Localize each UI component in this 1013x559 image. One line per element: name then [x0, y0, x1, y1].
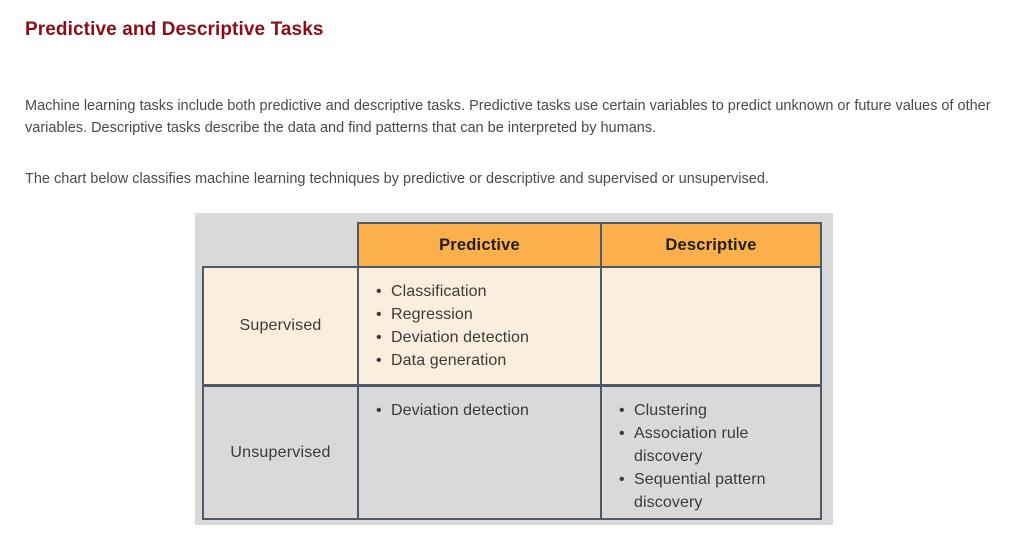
list-item: Classification: [375, 280, 590, 303]
column-header-predictive: Predictive: [357, 222, 602, 268]
intro-paragraph-2: The chart below classifies machine learn…: [25, 170, 769, 187]
cell-supervised-predictive: Classification Regression Deviation dete…: [357, 266, 602, 386]
list-item: Deviation detection: [375, 399, 590, 422]
list-item: Clustering: [618, 399, 810, 422]
intro-paragraph-1: Machine learning tasks include both pred…: [25, 97, 991, 136]
cell-unsupervised-descriptive: Clustering Association rule discovery Se…: [600, 385, 822, 520]
row-header-supervised: Supervised: [202, 266, 359, 386]
task-matrix-figure: Predictive Descriptive Supervised Classi…: [195, 213, 833, 525]
list-item: Data generation: [375, 349, 590, 372]
task-matrix: Predictive Descriptive Supervised Classi…: [195, 213, 833, 525]
list-item: Deviation detection: [375, 326, 590, 349]
page-title: Predictive and Descriptive Tasks: [25, 18, 324, 40]
list-unsupervised-predictive: Deviation detection: [375, 399, 590, 422]
list-item: Regression: [375, 303, 590, 326]
list-item: Association rule discovery: [618, 422, 810, 468]
matrix-corner-cell: [195, 213, 357, 268]
row-header-unsupervised: Unsupervised: [202, 385, 359, 520]
cell-unsupervised-predictive: Deviation detection: [357, 385, 602, 520]
list-unsupervised-descriptive: Clustering Association rule discovery Se…: [618, 399, 810, 514]
list-supervised-predictive: Classification Regression Deviation dete…: [375, 280, 590, 372]
column-header-descriptive: Descriptive: [600, 222, 822, 268]
list-item: Sequential pattern discovery: [618, 468, 810, 514]
cell-supervised-descriptive: [600, 266, 822, 386]
